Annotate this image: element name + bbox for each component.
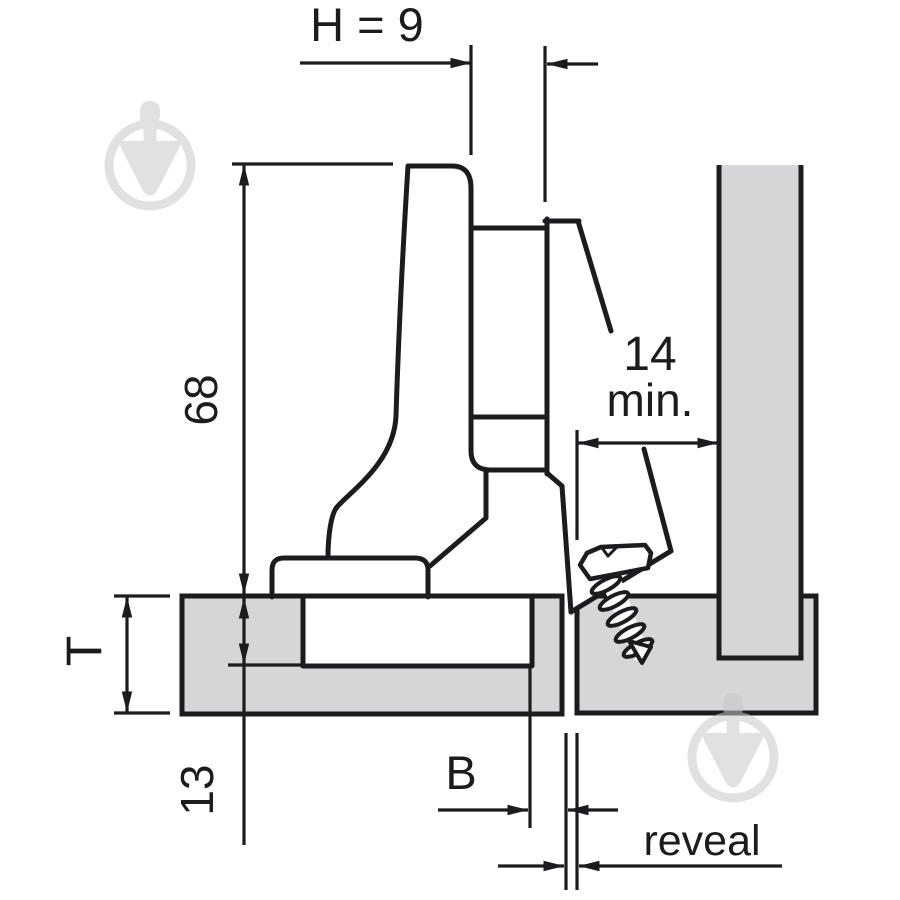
reveal-label: reveal xyxy=(643,817,760,865)
cup-bore-cavity xyxy=(300,593,535,669)
bore-distance-label: B xyxy=(445,746,476,799)
dimension-plate-distance: H = 9 xyxy=(300,0,598,202)
cabinet-side-panel xyxy=(716,165,804,661)
dimension-door-thickness: T xyxy=(56,594,170,715)
dimension-drilling-depth: 13 xyxy=(171,597,302,845)
total-height-label: 68 xyxy=(175,374,227,425)
dimension-total-height: 68 xyxy=(175,162,393,595)
trowel-in-circle-watermark-icon xyxy=(687,693,779,803)
plate-distance-label: H = 9 xyxy=(310,0,424,51)
dimension-bore-distance: B xyxy=(438,666,618,828)
dimension-frame-depth-min: 14 min. xyxy=(575,328,719,540)
door-thickness-label: T xyxy=(56,636,112,667)
drilling-depth-label: 13 xyxy=(171,764,223,815)
mounting-screw xyxy=(577,542,655,665)
dimension-reveal: reveal xyxy=(498,733,782,890)
hinge-arm xyxy=(325,163,550,569)
frame-depth-value-label: 14 xyxy=(623,328,676,381)
frame-depth-suffix-label: min. xyxy=(607,374,694,426)
screw-tip xyxy=(627,639,653,665)
hinge-cup-flange xyxy=(269,555,431,600)
screw-head-slot xyxy=(600,545,619,558)
trowel-in-circle-watermark-icon xyxy=(104,101,196,211)
screw-head xyxy=(577,542,654,582)
